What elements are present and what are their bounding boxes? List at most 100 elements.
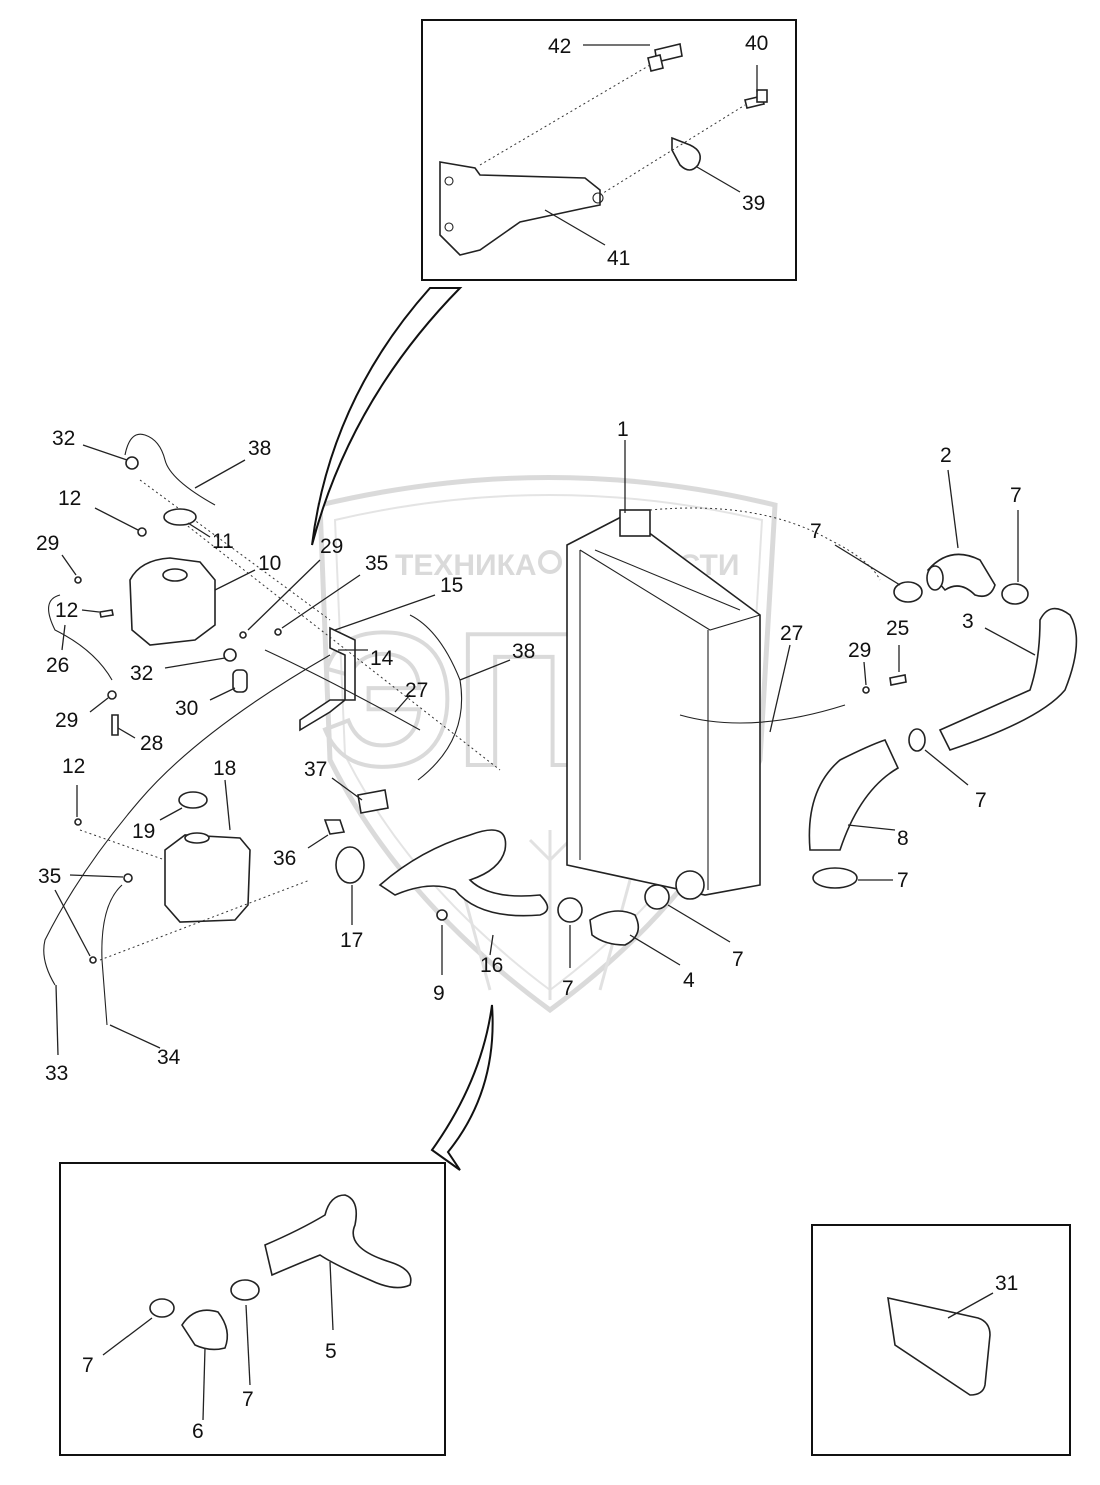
radiator: 1 <box>566 418 881 900</box>
callout-38-top: 38 <box>248 437 271 460</box>
clip-29-b <box>107 690 117 700</box>
hose-27-right <box>679 704 846 724</box>
callout-9: 9 <box>433 982 445 1005</box>
callout-32-top: 32 <box>52 427 75 450</box>
fitting-37 <box>357 789 389 814</box>
callout-19: 19 <box>132 820 155 843</box>
gear-icon <box>538 550 562 574</box>
callout-2: 2 <box>940 444 952 467</box>
hose-16 <box>378 829 549 917</box>
callout-36: 36 <box>273 847 296 870</box>
hose-elbow-2 <box>926 553 996 598</box>
callout-7h: 7 <box>82 1354 94 1377</box>
callout-27-left: 27 <box>405 679 428 702</box>
watermark-text-left: ТЕХНИКА <box>395 549 537 582</box>
callout-25: 25 <box>886 617 909 640</box>
callout-41: 41 <box>607 247 630 270</box>
clip-29-c <box>239 631 247 639</box>
hose-elbow-6 <box>181 1309 229 1351</box>
callout-35-low: 35 <box>38 865 61 888</box>
callout-7g: 7 <box>242 1388 254 1411</box>
callout-7b: 7 <box>1010 484 1022 507</box>
inset-bottom-left: 5 7 6 7 <box>59 1162 446 1456</box>
screw-12-low <box>74 818 82 826</box>
callout-1: 1 <box>617 418 629 441</box>
fitting-36 <box>323 819 346 835</box>
callout-8: 8 <box>897 827 909 850</box>
pipe-38 <box>409 614 463 781</box>
arrow-bottom <box>430 1004 494 1171</box>
callout-40: 40 <box>745 32 768 55</box>
clamp-7a <box>893 581 923 603</box>
callout-4: 4 <box>683 969 695 992</box>
callout-35-mid: 35 <box>365 552 388 575</box>
callout-12-low: 12 <box>62 755 85 778</box>
callout-10: 10 <box>258 552 281 575</box>
fitting-25 <box>889 674 907 686</box>
callout-37: 37 <box>304 758 327 781</box>
callout-7f: 7 <box>732 948 744 971</box>
callout-29-right: 29 <box>848 639 871 662</box>
screw-12-mid <box>99 609 114 618</box>
cap-19 <box>178 791 208 809</box>
inset-bottom-right: 31 <box>811 1224 1071 1456</box>
callout-7d: 7 <box>897 869 909 892</box>
fitting-28 <box>111 714 119 736</box>
clamp-7f <box>644 884 670 910</box>
clamp-7b <box>1001 583 1029 605</box>
callout-7c: 7 <box>975 789 987 812</box>
callout-34: 34 <box>157 1046 181 1069</box>
callout-5: 5 <box>325 1340 337 1363</box>
hose-33 <box>43 654 331 986</box>
tank-18 <box>164 834 251 923</box>
hose-3 <box>938 607 1078 751</box>
hose-5 <box>264 1194 412 1289</box>
callout-11: 11 <box>212 530 234 553</box>
hose-27-left <box>264 649 421 731</box>
callout-28: 28 <box>140 732 163 755</box>
callout-29-c: 29 <box>320 535 343 558</box>
callout-32-low: 32 <box>130 662 153 685</box>
callout-6: 6 <box>192 1420 204 1443</box>
pipe-38-top <box>124 433 216 506</box>
clamp-7g <box>230 1279 260 1301</box>
callout-30: 30 <box>175 697 198 720</box>
callout-18: 18 <box>213 757 236 780</box>
callout-27-right: 27 <box>780 622 803 645</box>
callout-26: 26 <box>46 654 69 677</box>
hose-26 <box>48 594 113 681</box>
bracket-14 <box>299 626 356 732</box>
inset-top: 42 40 39 41 <box>421 19 797 281</box>
callout-39: 39 <box>742 192 765 215</box>
callout-7e: 7 <box>562 977 574 1000</box>
callout-42: 42 <box>548 35 571 58</box>
clamp-7d <box>812 867 858 889</box>
callout-3: 3 <box>962 610 974 633</box>
callout-29-a: 29 <box>36 532 59 555</box>
hose-elbow-4 <box>589 910 640 946</box>
tank-10 <box>129 557 216 646</box>
callout-12-mid: 12 <box>55 599 78 622</box>
callout-29-b: 29 <box>55 709 78 732</box>
clip-35-low-a <box>123 873 133 883</box>
cap-11 <box>163 508 197 526</box>
hose-34 <box>101 884 123 1026</box>
clip-35-mid <box>274 628 282 636</box>
clip-35-low-b <box>89 956 97 964</box>
clamp-32-low <box>223 648 237 662</box>
callout-38-mid: 38 <box>512 640 535 663</box>
seal-31 <box>887 1296 991 1396</box>
gasket-17 <box>335 846 365 884</box>
callout-12-top: 12 <box>58 487 81 510</box>
callout-7a: 7 <box>810 520 822 543</box>
callout-15: 15 <box>440 574 463 597</box>
clip-29-right <box>862 686 870 694</box>
callout-16: 16 <box>480 954 503 977</box>
callout-17: 17 <box>340 929 363 952</box>
clip-29-a <box>74 576 82 584</box>
sleeve-30 <box>232 669 248 693</box>
screw-12-top <box>137 527 147 537</box>
clamp-7h <box>149 1298 175 1318</box>
